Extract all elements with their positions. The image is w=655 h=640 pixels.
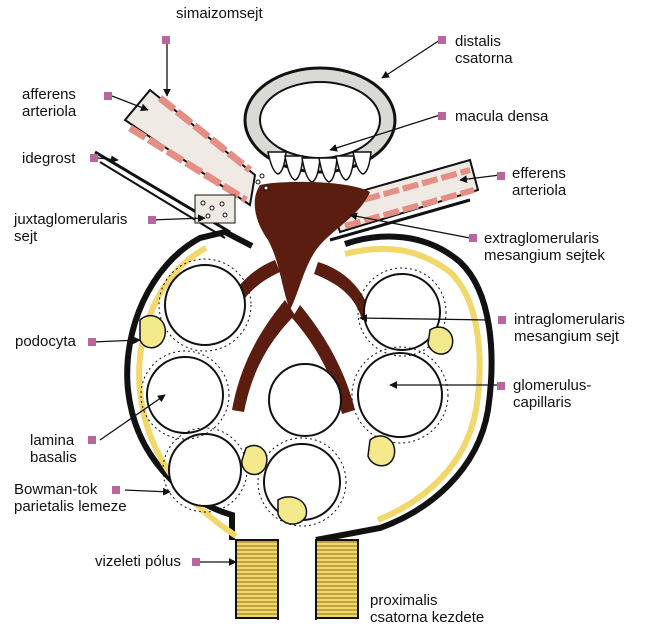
capillaries (146, 264, 443, 521)
label-bowman-tok: Bowman-tok parietalis lemeze (14, 481, 127, 515)
label-simaizomsejt: simaizomsejt (176, 5, 263, 22)
marker-extra (469, 234, 477, 242)
marker-glomerulus (497, 382, 505, 390)
marker-idegrost (90, 154, 98, 162)
efferent-arteriole (328, 158, 480, 242)
label-podocyta: podocyta (15, 333, 76, 350)
label-efferens-arteriola: efferens arteriola (512, 165, 567, 199)
label-glomerulus-capillaris: glomerulus- capillaris (513, 377, 592, 411)
marker-efferens (497, 172, 505, 180)
label-distalis-csatorna: distalis csatorna (455, 33, 513, 67)
marker-vizeleti (192, 558, 200, 566)
distal-tubule (243, 66, 397, 183)
marker-juxta (148, 216, 156, 224)
label-lamina-basalis: lamina basalis (30, 432, 77, 466)
label-vizeleti-polus: vizeleti pólus (95, 553, 181, 570)
afferent-arteriole (94, 88, 257, 239)
label-extraglomerularis: extraglomerularis mesangium sejtek (484, 230, 605, 264)
marker-intra (498, 316, 506, 324)
podocytes (139, 314, 454, 525)
label-macula-densa: macula densa (455, 108, 549, 125)
marker-afferens (104, 92, 112, 100)
marker-simaizomsejt (162, 36, 170, 44)
label-proximalis-csatorna: proximalis csatorna kezdete (370, 592, 485, 626)
marker-bowman (112, 486, 120, 494)
label-intraglomerularis: intraglomerularis mesangium sejt (514, 311, 625, 345)
marker-podocyta (88, 338, 96, 346)
label-idegrost: idegrost (22, 150, 76, 167)
label-markers (88, 36, 506, 566)
proximal-tubule (235, 539, 359, 620)
marker-lamina (88, 436, 96, 444)
marker-distalis (438, 36, 446, 44)
label-juxtaglomerularis-sejt: juxtaglomerularis sejt (14, 211, 128, 245)
marker-macula (438, 112, 446, 120)
leader-lines (91, 39, 505, 566)
label-afferens-arteriola: afferens arteriola (22, 86, 77, 120)
